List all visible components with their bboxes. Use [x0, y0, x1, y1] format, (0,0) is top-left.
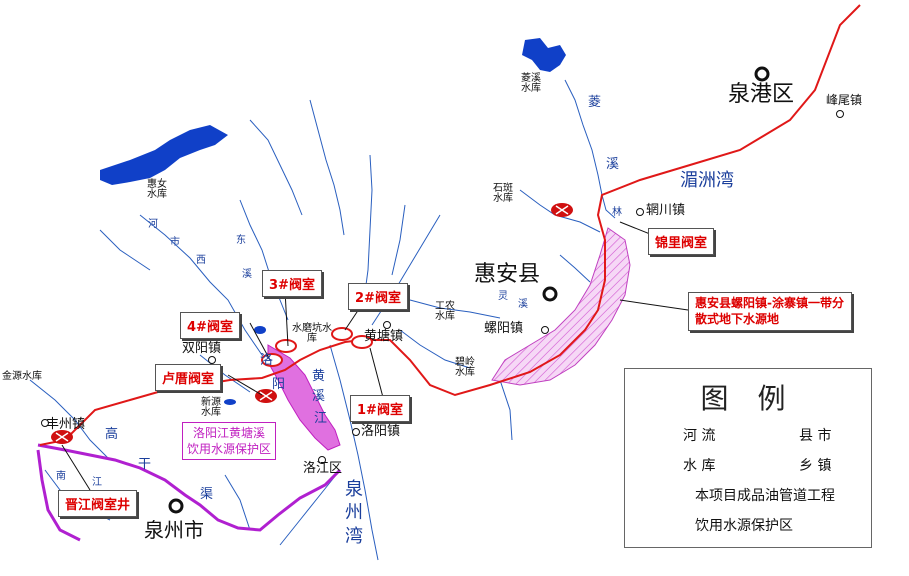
- valve-markers: [51, 203, 573, 444]
- valve-box-3[interactable]: 3#阀室: [262, 270, 322, 297]
- label-shiban-reservoir: 石斑水库: [493, 183, 513, 204]
- huian-groundwater-note: 惠安县螺阳镇-涂寨镇一带分散式地下水源地: [688, 292, 852, 332]
- valve-box-1[interactable]: 1#阀室: [350, 395, 410, 422]
- label-lin: 林: [612, 207, 622, 218]
- label-nan: 南: [56, 471, 66, 482]
- valve-marker-2: [331, 327, 353, 341]
- label-lingxi-river-1: 菱: [588, 95, 602, 110]
- label-luojiang: 洛江区: [303, 461, 343, 476]
- valve-marker-luzhou: [255, 389, 277, 403]
- label-jinyuan-reservoir: 金源水库: [2, 371, 42, 382]
- label-luo: 洛: [260, 353, 274, 368]
- label-xi: 西: [196, 255, 206, 266]
- label-chuanchuan: 辋川镇: [646, 203, 686, 218]
- luoyang-protection-zone: [267, 344, 341, 451]
- luoyang-protection-note: 洛阳江黄塘溪 饮用水源保护区: [182, 422, 277, 461]
- legend-reservoir-label: 水 库: [683, 458, 716, 474]
- leader-lines: [61, 221, 689, 491]
- label-gongnong-reservoir: 工农水库: [435, 301, 455, 322]
- legend-county-label: 县 市: [799, 428, 832, 444]
- valve-box-luzhou[interactable]: 卢厝阀室: [155, 364, 222, 391]
- label-meizhou-bay: 湄洲湾: [680, 170, 734, 191]
- label-luoyang-town: 螺阳镇: [484, 321, 524, 336]
- label-bilin-reservoir: 碧岭水库: [455, 357, 475, 378]
- label-dong-xi: 溪: [242, 269, 252, 280]
- label-jiang: 江: [314, 411, 328, 426]
- valve-marker-jinjiang: [51, 430, 73, 444]
- label-gan: 干: [138, 457, 152, 472]
- luoyang-protection-line1: 洛阳江黄塘溪: [193, 426, 266, 440]
- label-shuangyang: 双阳镇: [182, 341, 222, 356]
- legend: 图 例 河 流 县 市 水 库 乡 镇 本项目成品油管道工程 饮用水源保护区: [624, 368, 872, 548]
- label-shi: 市: [170, 237, 180, 248]
- label-quanzhou-bay: 泉州湾: [345, 479, 363, 547]
- valve-box-jinjiang[interactable]: 晋江阀室井: [58, 490, 138, 517]
- valve-marker-3: [275, 339, 297, 353]
- label-xinyuan-reservoir: 新源水库: [201, 397, 221, 418]
- rivers: [29, 79, 616, 561]
- label-fengzhou: 丰州镇: [46, 417, 86, 432]
- legend-town-label: 乡 镇: [799, 458, 832, 474]
- label-huang-xi: 溪: [312, 389, 326, 404]
- town-markers: [41, 66, 844, 514]
- label-ling: 灵: [498, 291, 508, 302]
- label-fengwei: 峰尾镇: [826, 93, 863, 107]
- label-lingxi-river-2: 溪: [606, 157, 620, 172]
- valve-marker-jinli: [551, 203, 573, 217]
- label-quangang: 泉港区: [728, 82, 795, 107]
- label-gao: 高: [105, 427, 119, 442]
- label-nan-jiang: 江: [92, 477, 102, 488]
- label-dong: 东: [236, 235, 246, 246]
- valve-box-2[interactable]: 2#阀室: [348, 283, 408, 310]
- label-lingxi-reservoir: 菱溪水库: [521, 73, 541, 94]
- label-shuimo-reservoir: 水磨坑水库: [292, 323, 332, 344]
- label-qu: 渠: [200, 487, 214, 502]
- label-yang: 阳: [272, 377, 286, 392]
- label-huinv-reservoir: 惠女水库: [147, 179, 167, 200]
- legend-title: 图 例: [700, 382, 796, 415]
- reservoirs-shapes: [100, 38, 566, 405]
- valve-marker-1: [351, 335, 373, 349]
- valve-box-jinli[interactable]: 锦里阀室: [648, 228, 715, 255]
- legend-river-label: 河 流: [683, 428, 716, 444]
- legend-pipeline-label: 本项目成品油管道工程: [695, 488, 835, 504]
- label-ling-xi: 溪: [518, 299, 528, 310]
- luoyang-protection-line2: 饮用水源保护区: [187, 442, 272, 457]
- label-huangtang: 黄塘镇: [364, 329, 404, 344]
- huian-protection-zone: [491, 227, 631, 386]
- valve-box-4[interactable]: 4#阀室: [180, 312, 240, 339]
- label-huian-county: 惠安县: [474, 262, 541, 287]
- legend-protection-label: 饮用水源保护区: [695, 518, 793, 534]
- label-quanzhou: 泉州市: [144, 518, 204, 542]
- label-huang: 黄: [312, 369, 326, 384]
- label-luoyang-town-s: 洛阳镇: [361, 424, 401, 439]
- label-he: 河: [148, 219, 158, 230]
- valve-marker-4: [261, 353, 283, 367]
- quanzhou-boundary: [37, 443, 342, 532]
